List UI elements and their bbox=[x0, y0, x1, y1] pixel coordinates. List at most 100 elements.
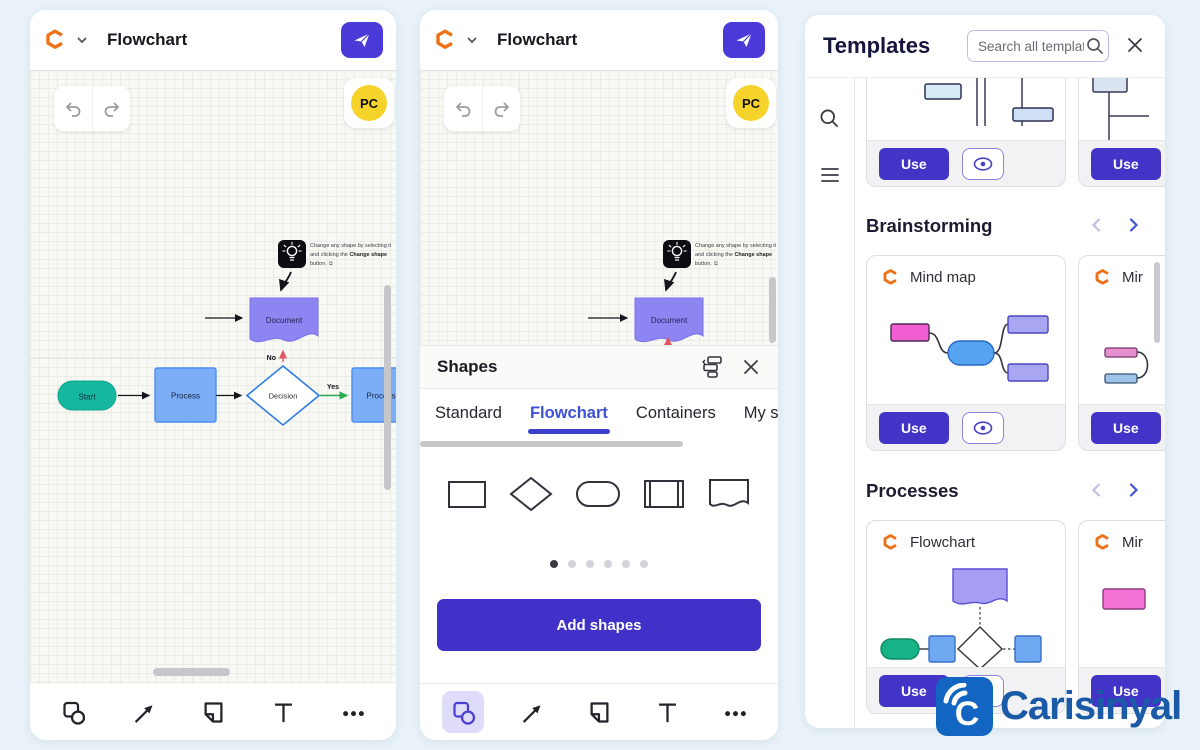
next-arrow-button[interactable] bbox=[1126, 217, 1141, 236]
connector-tool-button[interactable] bbox=[122, 691, 164, 733]
chevron-down-icon[interactable] bbox=[466, 35, 478, 46]
template-card-mind-map-2[interactable]: Mir Use bbox=[1078, 255, 1165, 451]
tab-standard[interactable]: Standard bbox=[435, 403, 502, 422]
more-tools-button[interactable] bbox=[332, 691, 374, 733]
tab-my-shapes[interactable]: My shapes bbox=[743, 403, 778, 422]
lucid-logo-icon[interactable] bbox=[433, 28, 457, 52]
preview-template-button[interactable] bbox=[961, 147, 1004, 180]
arrow-icon bbox=[134, 704, 152, 723]
redo-button[interactable] bbox=[92, 86, 130, 131]
add-shapes-button[interactable]: Add shapes bbox=[437, 599, 761, 651]
close-templates-button[interactable] bbox=[1123, 33, 1147, 60]
canvas-horizontal-scrollbar[interactable] bbox=[153, 668, 230, 676]
share-button[interactable] bbox=[723, 22, 765, 58]
bottom-toolbar bbox=[420, 683, 778, 740]
use-template-button[interactable]: Use bbox=[1091, 411, 1161, 444]
rail-search-button[interactable] bbox=[818, 107, 841, 133]
dot[interactable] bbox=[640, 560, 648, 568]
shape-start[interactable]: Start bbox=[57, 380, 117, 411]
shape-diamond[interactable] bbox=[509, 476, 553, 512]
more-tools-button[interactable] bbox=[714, 691, 756, 733]
lucid-logo-icon[interactable] bbox=[43, 28, 67, 52]
canvas-vertical-scrollbar[interactable] bbox=[384, 285, 391, 490]
dot-active[interactable] bbox=[550, 560, 558, 568]
svg-text:Decision: Decision bbox=[269, 392, 298, 401]
tab-flowchart[interactable]: Flowchart bbox=[527, 400, 610, 434]
paper-plane-icon bbox=[736, 33, 752, 47]
shape-process[interactable]: Process bbox=[154, 367, 217, 423]
chevron-down-icon[interactable] bbox=[76, 35, 88, 46]
text-tool-button[interactable] bbox=[646, 691, 688, 733]
tip-curved-arrow bbox=[664, 271, 677, 292]
manage-shapes-icon[interactable] bbox=[699, 354, 725, 380]
template-card-processes-2[interactable]: Mir Use bbox=[1078, 520, 1165, 714]
dot[interactable] bbox=[604, 560, 612, 568]
phone-panel-canvas: Flowchart PC bbox=[30, 10, 396, 740]
text-tool-button[interactable] bbox=[262, 691, 304, 733]
shape-document[interactable] bbox=[707, 477, 751, 511]
watermark: C Carisinyal bbox=[936, 677, 1182, 736]
preview-template-button[interactable] bbox=[961, 411, 1004, 444]
shapes-tool-button[interactable] bbox=[52, 691, 94, 733]
shape-predefined-process[interactable] bbox=[643, 478, 685, 510]
dot[interactable] bbox=[568, 560, 576, 568]
connector-no[interactable]: No bbox=[267, 349, 288, 362]
text-icon bbox=[658, 703, 676, 722]
undo-button[interactable] bbox=[444, 86, 482, 131]
card-header: Mind map bbox=[867, 256, 1065, 299]
use-template-button[interactable]: Use bbox=[1091, 147, 1161, 180]
card-title: Mind map bbox=[910, 269, 976, 286]
undo-button[interactable] bbox=[54, 86, 92, 131]
svg-text:Yes: Yes bbox=[327, 384, 339, 391]
diagram-canvas[interactable]: PC Document bbox=[420, 70, 778, 345]
tab-containers[interactable]: Containers bbox=[635, 403, 716, 422]
template-card-partial-2[interactable]: Use bbox=[1078, 77, 1165, 187]
canvas-vertical-scrollbar[interactable] bbox=[769, 277, 776, 343]
template-card-partial-1[interactable]: Use bbox=[866, 77, 1066, 187]
avatar-initials: PC bbox=[351, 85, 387, 121]
shapes-tool-button[interactable] bbox=[442, 691, 484, 733]
templates-scrollbar[interactable] bbox=[1154, 262, 1160, 343]
templates-rail bbox=[805, 77, 855, 728]
lucid-logo-icon bbox=[883, 534, 897, 550]
section-processes: Processes bbox=[866, 480, 1141, 502]
template-preview bbox=[1102, 588, 1146, 610]
template-preview bbox=[880, 568, 1042, 669]
templates-header: Templates bbox=[805, 15, 1165, 78]
use-template-button[interactable]: Use bbox=[879, 411, 949, 444]
collaborator-avatar[interactable]: PC bbox=[344, 78, 394, 128]
svg-text:Document: Document bbox=[651, 316, 688, 325]
tabs-scrollbar[interactable] bbox=[420, 441, 683, 447]
sticky-note-icon bbox=[204, 701, 222, 723]
collaborator-avatar[interactable]: PC bbox=[726, 78, 776, 128]
shape-document[interactable]: Document bbox=[634, 297, 704, 343]
sticky-note-tool-button[interactable] bbox=[578, 691, 620, 733]
diagram-canvas[interactable]: PC Start Process bbox=[30, 70, 396, 684]
app-header: Flowchart bbox=[420, 10, 778, 70]
use-template-button[interactable]: Use bbox=[1091, 674, 1161, 707]
templates-content: Use Use bbox=[855, 77, 1165, 728]
lightbulb-tip-icon[interactable] bbox=[663, 240, 691, 268]
avatar-initials: PC bbox=[733, 85, 769, 121]
lightbulb-tip-icon[interactable] bbox=[278, 240, 306, 268]
share-button[interactable] bbox=[341, 22, 383, 58]
close-icon[interactable] bbox=[741, 357, 761, 377]
shape-rectangle[interactable] bbox=[447, 477, 487, 511]
connector-yes[interactable]: Yes bbox=[320, 384, 349, 400]
use-template-button[interactable]: Use bbox=[879, 147, 949, 180]
prev-arrow-button[interactable] bbox=[1089, 482, 1104, 501]
sticky-note-tool-button[interactable] bbox=[192, 691, 234, 733]
shape-terminator[interactable] bbox=[575, 479, 621, 509]
shapes-sheet-header: Shapes bbox=[420, 346, 778, 389]
next-arrow-button[interactable] bbox=[1126, 482, 1141, 501]
rail-menu-button[interactable] bbox=[819, 165, 841, 188]
connector-tool-button[interactable] bbox=[510, 691, 552, 733]
redo-button[interactable] bbox=[482, 86, 520, 131]
dot[interactable] bbox=[586, 560, 594, 568]
shape-document[interactable]: Document bbox=[249, 297, 319, 343]
prev-arrow-button[interactable] bbox=[1089, 217, 1104, 236]
dot[interactable] bbox=[622, 560, 630, 568]
search-input[interactable] bbox=[967, 30, 1109, 62]
shape-decision[interactable]: Decision bbox=[245, 364, 321, 427]
template-card-mind-map[interactable]: Mind map Use bbox=[866, 255, 1066, 451]
